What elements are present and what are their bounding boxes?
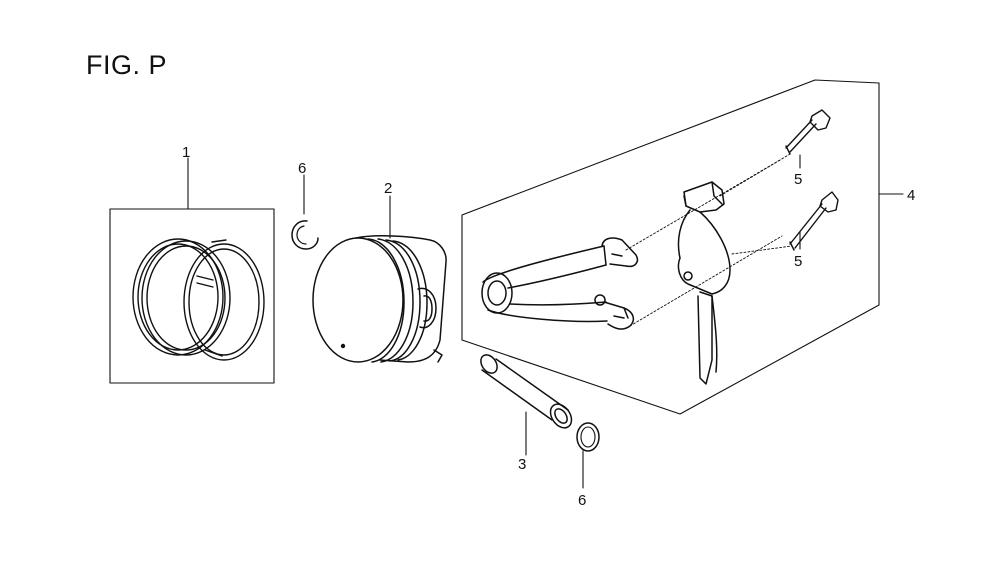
callout-5-lower: 5 [794,253,802,270]
cap-bolt-lower [789,191,839,251]
callout-3: 3 [518,456,526,473]
callout-4: 4 [907,187,915,204]
circlip-upper [291,174,319,250]
callout-2: 2 [384,180,392,197]
figure-title: FIG. P [86,50,168,80]
callout-6-lower: 6 [578,492,586,509]
cap-bolt-upper [785,109,831,155]
callout-1: 1 [182,144,190,161]
callout-6-upper: 6 [298,160,306,177]
piston-ring-set [109,157,275,384]
connecting-rod [481,237,639,330]
callout-5-upper: 5 [794,171,802,188]
circlip-lower [576,422,600,489]
piston-pin [480,354,573,456]
rod-assembly-box [461,79,880,415]
rod-cap [677,181,731,385]
piston [312,195,447,363]
ring-set-box [109,208,275,384]
connecting-rod-assembly [461,79,904,415]
